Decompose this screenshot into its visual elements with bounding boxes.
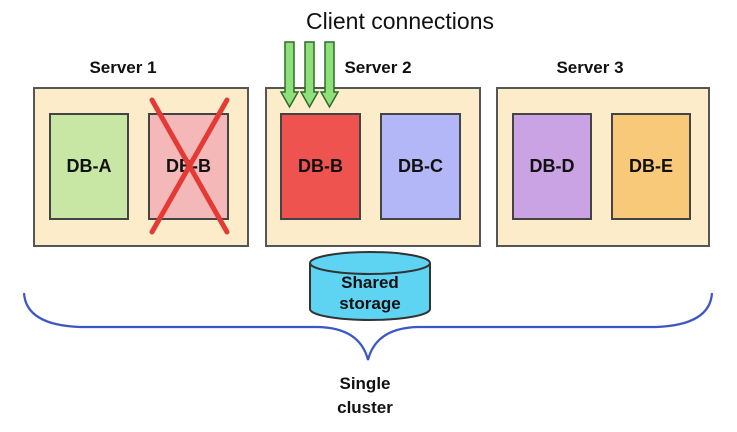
db-a-label: DB-A [66, 156, 112, 176]
db-e-label: DB-E [629, 156, 673, 176]
arrow-icon [299, 41, 320, 109]
db-e-box: DB-E [611, 113, 691, 220]
db-b-active-box: DB-B [280, 113, 361, 220]
shared-storage-icon [309, 251, 431, 321]
failed-cross-icon [149, 97, 230, 235]
db-c-label: DB-C [398, 156, 443, 176]
storage-line-2: storage [339, 294, 401, 313]
single-cluster-label: Single cluster [300, 372, 430, 420]
cluster-brace-icon [22, 292, 714, 361]
arrow-icon [319, 41, 340, 109]
db-a-box: DB-A [49, 113, 129, 220]
db-d-box: DB-D [512, 113, 592, 220]
arrow-icon [279, 41, 300, 109]
client-connections-title: Client connections [306, 8, 494, 34]
cluster-line-1: Single [339, 374, 391, 393]
client-arrows [279, 41, 340, 109]
server-2-label: Server 2 [344, 58, 412, 77]
db-d-label: DB-D [529, 156, 575, 176]
db-b-active-label: DB-B [298, 156, 343, 176]
cluster-line-2: cluster [337, 398, 393, 417]
storage-line-1: Shared [341, 273, 399, 292]
server-3-label: Server 3 [556, 58, 624, 77]
shared-storage-label: Shared storage [305, 272, 435, 314]
db-c-box: DB-C [380, 113, 461, 220]
server-1-label: Server 1 [89, 58, 157, 77]
